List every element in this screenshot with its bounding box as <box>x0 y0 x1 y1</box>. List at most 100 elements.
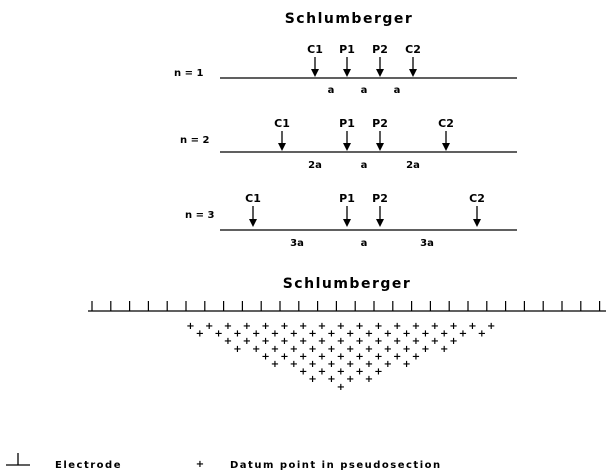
datum-point: + <box>261 336 269 347</box>
datum-point: + <box>233 329 241 340</box>
datum-point: + <box>205 321 213 332</box>
datum-point: + <box>290 344 298 355</box>
datum-point: + <box>487 321 495 332</box>
datum-point: + <box>365 329 373 340</box>
datum-point: + <box>299 351 307 362</box>
spacing-label: 2a <box>308 160 322 171</box>
datum-point: + <box>261 321 269 332</box>
datum-point: + <box>355 321 363 332</box>
datum-point: + <box>233 344 241 355</box>
datum-point: + <box>402 359 410 370</box>
datum-point: + <box>299 367 307 378</box>
datum-point: + <box>280 321 288 332</box>
datum-point: + <box>421 329 429 340</box>
datum-point: + <box>290 359 298 370</box>
datum-point: + <box>327 329 335 340</box>
datum-point: + <box>337 367 345 378</box>
datum-point: + <box>412 336 420 347</box>
electrode-label-p2: P2 <box>372 117 388 130</box>
datum-point: + <box>384 359 392 370</box>
electrode-label-c1: C1 <box>307 43 323 56</box>
title-top: Schlumberger <box>285 11 414 27</box>
datum-point: + <box>252 344 260 355</box>
arrow-down-icon <box>343 206 351 227</box>
datum-point: + <box>243 336 251 347</box>
datum-point: + <box>346 374 354 385</box>
datum-point: + <box>365 374 373 385</box>
datum-point: + <box>365 359 373 370</box>
electrode-label-c1: C1 <box>274 117 290 130</box>
datum-point: + <box>449 321 457 332</box>
datum-point: + <box>431 321 439 332</box>
datum-point: + <box>271 329 279 340</box>
datum-point: + <box>308 359 316 370</box>
datum-point: + <box>402 344 410 355</box>
arrow-down-icon <box>278 131 286 151</box>
array-n2: n = 2 C1 P1 P2 C2 2a a 2a <box>180 117 517 171</box>
datum-point: + <box>261 351 269 362</box>
datum-point: + <box>355 367 363 378</box>
datum-point: + <box>299 321 307 332</box>
datum-points: ++++++++++++++++++++++++++++++++++++++++… <box>186 321 495 393</box>
datum-point: + <box>346 344 354 355</box>
datum-point: + <box>271 359 279 370</box>
arrow-down-icon <box>249 206 257 227</box>
n-label: n = 2 <box>180 135 209 146</box>
datum-point: + <box>478 329 486 340</box>
electrode-label-c2: C2 <box>469 192 485 205</box>
datum-point: + <box>271 344 279 355</box>
datum-point: + <box>308 344 316 355</box>
spacing-label: a <box>394 85 401 96</box>
arrow-down-icon <box>343 131 351 151</box>
plus-icon: + <box>196 459 204 470</box>
datum-point: + <box>308 329 316 340</box>
spacing-label: 3a <box>290 238 304 249</box>
arrow-down-icon <box>376 206 384 227</box>
datum-point: + <box>440 344 448 355</box>
datum-point: + <box>327 344 335 355</box>
legend-electrode-label: Electrode <box>55 460 122 471</box>
datum-point: + <box>421 344 429 355</box>
datum-point: + <box>318 351 326 362</box>
pseudosection: ++++++++++++++++++++++++++++++++++++++++… <box>88 301 606 393</box>
array-n1: n = 1 C1 P1 P2 C2 a a a <box>174 43 517 96</box>
spacing-label: 2a <box>406 160 420 171</box>
electrode-label-p2: P2 <box>372 43 388 56</box>
datum-point: + <box>280 336 288 347</box>
spacing-label: a <box>361 238 368 249</box>
datum-point: + <box>318 321 326 332</box>
spacing-label: a <box>361 160 368 171</box>
datum-point: + <box>431 336 439 347</box>
datum-point: + <box>459 329 467 340</box>
n-label: n = 3 <box>185 210 214 221</box>
arrow-down-icon <box>473 206 481 227</box>
electrode-row <box>91 301 601 311</box>
datum-point: + <box>243 321 251 332</box>
datum-point: + <box>393 336 401 347</box>
arrow-down-icon <box>376 57 384 77</box>
electrode-label-p1: P1 <box>339 43 355 56</box>
datum-point: + <box>214 329 222 340</box>
datum-point: + <box>384 329 392 340</box>
datum-point: + <box>355 336 363 347</box>
arrow-down-icon <box>376 131 384 151</box>
datum-point: + <box>384 344 392 355</box>
spacing-label: a <box>328 85 335 96</box>
datum-point: + <box>346 359 354 370</box>
array-n3: n = 3 C1 P1 P2 C2 3a a 3a <box>185 192 517 249</box>
n-label: n = 1 <box>174 68 203 79</box>
electrode-symbol-icon <box>6 453 30 466</box>
datum-point: + <box>327 359 335 370</box>
datum-point: + <box>308 374 316 385</box>
datum-point: + <box>374 336 382 347</box>
datum-point: + <box>468 321 476 332</box>
arrow-down-icon <box>442 131 450 151</box>
datum-point: + <box>318 336 326 347</box>
datum-point: + <box>196 329 204 340</box>
arrow-down-icon <box>311 57 319 77</box>
datum-point: + <box>337 321 345 332</box>
datum-point: + <box>402 329 410 340</box>
datum-point: + <box>252 329 260 340</box>
datum-point: + <box>290 329 298 340</box>
